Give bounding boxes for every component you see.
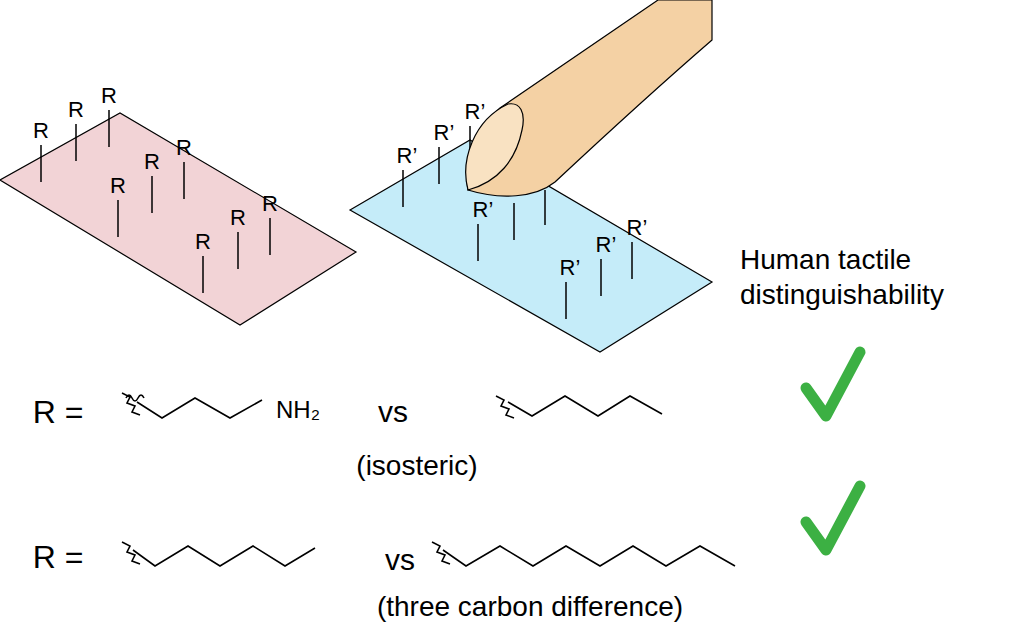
group-label: R <box>68 99 84 121</box>
group-label: R <box>195 231 211 253</box>
group-label: R <box>176 137 192 159</box>
text-label: Human tactile distinguishability <box>740 242 1020 312</box>
group-label: R’ <box>434 122 455 144</box>
group-label: R <box>101 85 117 107</box>
finger <box>466 0 712 196</box>
chemical-structures <box>122 393 735 566</box>
text-label: (isosteric) <box>356 452 477 480</box>
group-label: R <box>110 175 126 197</box>
group-label: R <box>33 120 49 142</box>
group-label: R’ <box>627 217 648 239</box>
group-label: R’ <box>473 199 494 221</box>
group-label: R’ <box>596 234 617 256</box>
pink-surface <box>0 113 356 325</box>
text-label: vs <box>378 397 408 427</box>
text-label: R = <box>33 396 84 428</box>
text-label: NH₂ <box>276 398 320 422</box>
checkmarks <box>806 352 860 550</box>
text-label: R = <box>33 541 84 573</box>
group-label: R <box>144 151 160 173</box>
group-label: R’ <box>397 145 418 167</box>
group-label: R’ <box>560 257 581 279</box>
text-label: vs <box>385 545 415 575</box>
group-label: R’ <box>465 101 486 123</box>
text-label: (three carbon difference) <box>377 593 683 621</box>
group-label: R <box>230 207 246 229</box>
group-label: R <box>262 193 278 215</box>
